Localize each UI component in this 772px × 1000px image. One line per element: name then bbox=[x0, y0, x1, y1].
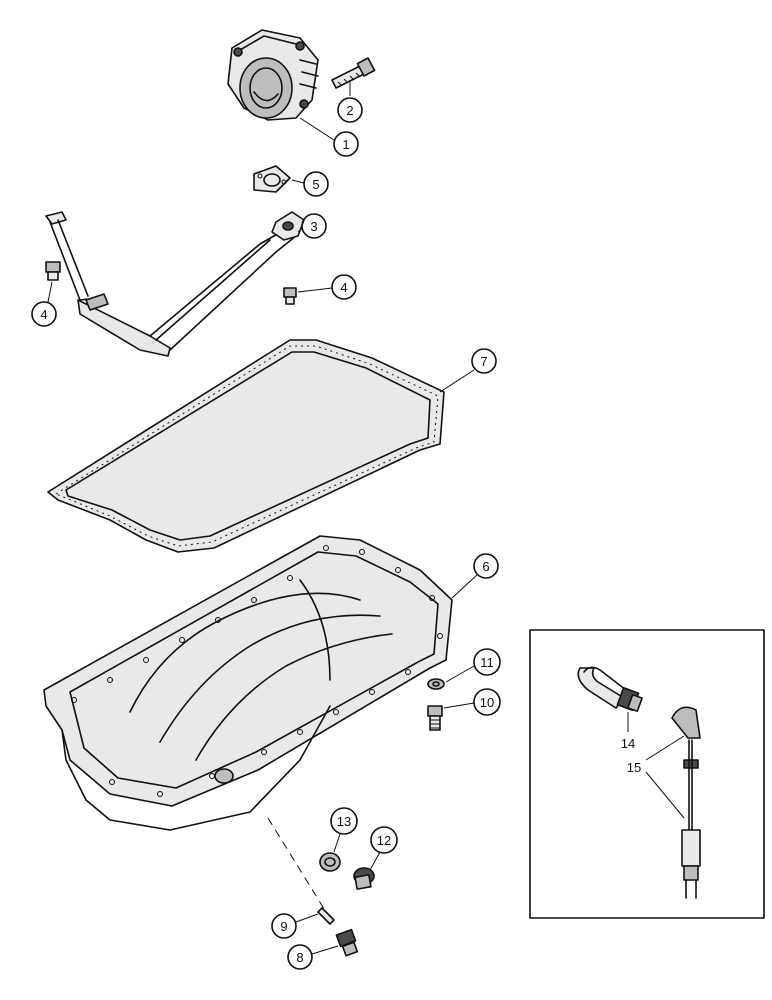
callout-2-label: 2 bbox=[346, 103, 353, 118]
callout-5: 5 bbox=[291, 171, 329, 197]
heater-cord-15 bbox=[671, 706, 701, 899]
callout-6-label: 6 bbox=[482, 559, 489, 574]
pump-bolt bbox=[331, 57, 376, 89]
callout-9: 9 bbox=[271, 913, 319, 939]
washer-13 bbox=[319, 852, 341, 872]
callout-4a-label: 4 bbox=[40, 307, 47, 322]
heater-element-14 bbox=[577, 666, 643, 713]
oil-pan-gasket bbox=[47, 339, 445, 553]
drain-plug-12 bbox=[353, 867, 375, 890]
bolt-10 bbox=[427, 705, 443, 731]
callout-1-label: 1 bbox=[342, 137, 349, 152]
callout-4a: 4 bbox=[31, 281, 57, 327]
callout-12-label: 12 bbox=[377, 833, 391, 848]
callout-8: 8 bbox=[287, 944, 339, 970]
callout-1: 1 bbox=[299, 117, 359, 157]
tube-bolt-left bbox=[45, 261, 61, 281]
callout-8-label: 8 bbox=[296, 950, 303, 965]
callout-11: 11 bbox=[445, 648, 501, 683]
callout-2: 2 bbox=[337, 80, 363, 123]
dowel-pin-9 bbox=[267, 817, 335, 925]
callout-10: 10 bbox=[443, 688, 501, 716]
callout-3-label: 3 bbox=[310, 219, 317, 234]
callout-5-label: 5 bbox=[312, 177, 319, 192]
callout-13-label: 13 bbox=[337, 814, 351, 829]
callout-7: 7 bbox=[439, 348, 497, 393]
plug-8 bbox=[335, 928, 359, 957]
callout-7-label: 7 bbox=[480, 354, 487, 369]
callout-6: 6 bbox=[451, 553, 499, 599]
tube-bolt-right bbox=[283, 287, 297, 305]
inset-label-15: 15 bbox=[627, 760, 641, 775]
callout-11-label: 11 bbox=[480, 655, 494, 670]
callout-9-label: 9 bbox=[280, 919, 287, 934]
oil-pump bbox=[227, 29, 319, 121]
callout-12: 12 bbox=[369, 826, 398, 871]
callout-13: 13 bbox=[330, 807, 358, 853]
callout-3: 3 bbox=[297, 213, 327, 239]
inset-label-14: 14 bbox=[621, 736, 635, 751]
callout-10-label: 10 bbox=[480, 695, 494, 710]
oil-pan bbox=[43, 535, 453, 831]
inset-box: 14 15 bbox=[529, 629, 765, 919]
callout-4b-label: 4 bbox=[340, 280, 347, 295]
washer-11 bbox=[427, 678, 445, 690]
callout-4b: 4 bbox=[297, 274, 357, 300]
oil-pickup-tube bbox=[45, 211, 305, 357]
pump-gasket bbox=[253, 165, 291, 193]
